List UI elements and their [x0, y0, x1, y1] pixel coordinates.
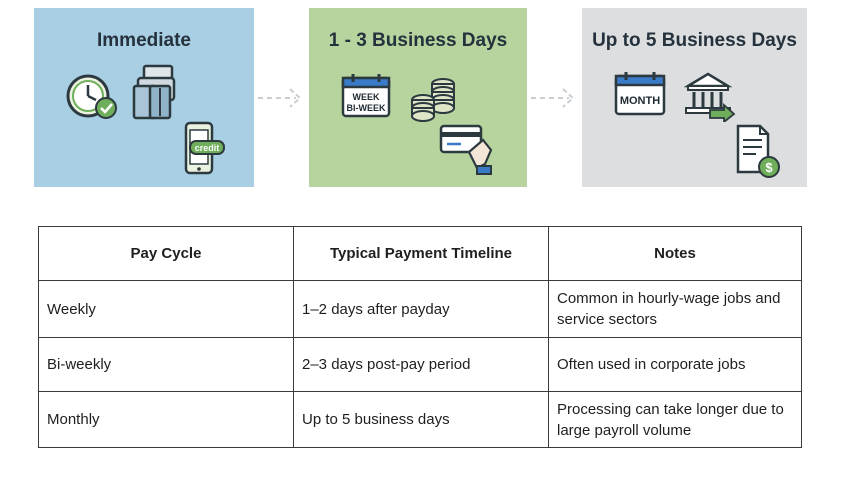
- coin-stack-icon: [411, 78, 455, 122]
- card-terminal-icon: [132, 64, 176, 120]
- clock-check-icon: [66, 74, 117, 119]
- header-timeline: Typical Payment Timeline: [293, 226, 549, 281]
- phone-credit-icon: credit: [184, 121, 225, 175]
- panel-immediate: Immediate credit: [34, 8, 254, 187]
- panel-title: 1 - 3 Business Days: [328, 30, 508, 51]
- cell-notes: Often used in corporate jobs: [548, 337, 802, 392]
- table-row: Weekly 1–2 days after payday Common in h…: [38, 280, 802, 338]
- hand-card-icon: [439, 124, 493, 175]
- table-header-row: Pay Cycle Typical Payment Timeline Notes: [38, 226, 802, 281]
- cell-timeline: Up to 5 business days: [293, 391, 549, 448]
- calendar-line-week: WEEK: [353, 92, 381, 102]
- invoice-dollar-icon: $: [736, 124, 780, 178]
- panel-title: Immediate: [97, 30, 191, 51]
- calendar-line-biweek: BI-WEEK: [347, 103, 386, 113]
- cell-notes: Processing can take longer due to large …: [548, 391, 802, 448]
- arrow-right-icon: [258, 88, 302, 108]
- table-row: Bi-weekly 2–3 days post-pay period Often…: [38, 337, 802, 392]
- calendar-week-icon: WEEK BI-WEEK: [341, 74, 391, 118]
- panel-up-to-five-days: Up to 5 Business Days MONTH $: [582, 8, 807, 187]
- header-notes: Notes: [548, 226, 802, 281]
- phone-credit-label: credit: [195, 143, 220, 153]
- cell-notes: Common in hourly-wage jobs and service s…: [548, 280, 802, 338]
- pay-cycle-table: Pay Cycle Typical Payment Timeline Notes…: [38, 226, 802, 448]
- cell-timeline: 2–3 days post-pay period: [293, 337, 549, 392]
- invoice-dollar-symbol: $: [765, 160, 773, 175]
- calendar-month-label: MONTH: [620, 95, 660, 107]
- bank-transfer-icon: [684, 72, 736, 122]
- calendar-month-icon: MONTH: [614, 72, 666, 116]
- arrow-right-icon: [531, 88, 575, 108]
- header-pay-cycle: Pay Cycle: [38, 226, 294, 281]
- cell-pay-cycle: Weekly: [38, 280, 294, 338]
- panel-title: Up to 5 Business Days: [592, 30, 797, 51]
- table-row: Monthly Up to 5 business days Processing…: [38, 391, 802, 448]
- cell-timeline: 1–2 days after payday: [293, 280, 549, 338]
- cell-pay-cycle: Bi-weekly: [38, 337, 294, 392]
- cell-pay-cycle: Monthly: [38, 391, 294, 448]
- panel-one-to-three-days: 1 - 3 Business Days WEEK BI-WEEK: [309, 8, 527, 187]
